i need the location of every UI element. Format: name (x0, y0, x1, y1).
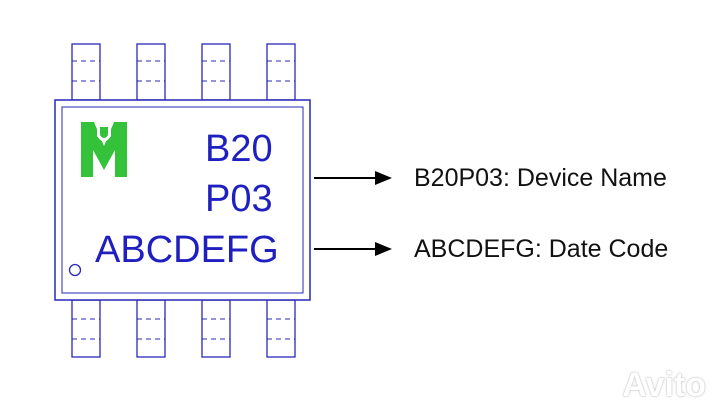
marking-line-1: B20 (205, 128, 273, 170)
pin-top-1 (71, 43, 101, 101)
callout-arrow-device-name (314, 171, 392, 185)
avito-watermark: Avito (622, 366, 706, 404)
pin-top-3 (201, 43, 231, 101)
pin-top-2 (136, 43, 166, 101)
pin-bottom-1 (71, 299, 101, 358)
pin-bottom-3 (201, 299, 231, 358)
date-code-label: ABCDEFG: Date Code (414, 235, 669, 263)
m-logo-icon (81, 122, 127, 177)
top-pin-dashes (72, 60, 295, 82)
pin-top-4 (266, 43, 296, 101)
callout-arrow-date-code (314, 242, 392, 256)
pin1-dot-icon (68, 263, 82, 277)
device-name-label: B20P03: Device Name (414, 164, 667, 192)
top-pins (71, 43, 296, 101)
bottom-pin-dashes (72, 318, 295, 340)
pin-bottom-4 (266, 299, 296, 358)
bottom-pins (71, 299, 296, 358)
marking-line-2: P03 (205, 178, 273, 220)
marking-line-3: ABCDEFG (95, 229, 279, 271)
pin-bottom-2 (136, 299, 166, 358)
